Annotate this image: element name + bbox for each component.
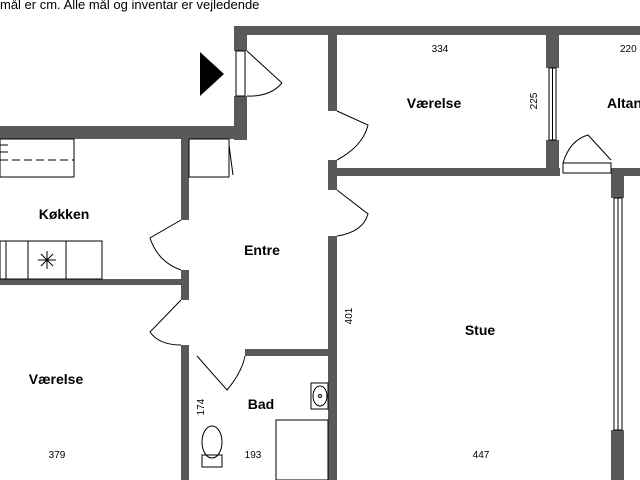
dim-bad-width: 193 [245, 450, 262, 461]
toilet-icon [201, 425, 223, 468]
room-label-koekken: Køkken [39, 206, 90, 222]
fixtures [0, 50, 623, 480]
dim-altan-width: 220 [620, 44, 637, 55]
shower-area [275, 419, 329, 480]
room-label-vaerelse-top: Værelse [407, 95, 462, 111]
door-stue [336, 189, 369, 237]
dim-vaerelse-left-width: 379 [49, 450, 66, 461]
front-door-opening [235, 50, 246, 97]
kitchen-counter-top [0, 138, 75, 178]
kitchen-counter-bottom [0, 240, 103, 280]
stove-icon [38, 251, 56, 269]
door-vaerelse-left [149, 299, 182, 346]
door-vaerelse-top [336, 110, 369, 161]
room-label-entre: Entre [244, 242, 280, 258]
door-bad [196, 355, 246, 391]
entrance-arrow-icon [200, 52, 224, 96]
dim-stue-width: 447 [473, 450, 490, 461]
dim-vaerelse-top-depth: 225 [529, 92, 540, 109]
altan-door [562, 162, 612, 174]
front-door-leaf [246, 50, 283, 84]
room-label-altan: Altan [607, 95, 640, 111]
room-label-bad: Bad [248, 396, 274, 412]
dim-stue-depth: 401 [344, 307, 355, 324]
sink-icon [310, 382, 329, 410]
dim-bad-depth: 174 [196, 398, 207, 415]
plan-note: mål er cm. Alle mål og inventar er vejle… [0, 0, 260, 12]
room-label-stue: Stue [465, 322, 496, 338]
walls [0, 26, 640, 480]
room-label-vaerelse-left: Værelse [29, 371, 84, 387]
front-door-swing [246, 82, 283, 97]
closet [188, 138, 230, 178]
dim-vaerelse-top-width: 334 [432, 44, 449, 55]
door-koekken [149, 219, 182, 271]
